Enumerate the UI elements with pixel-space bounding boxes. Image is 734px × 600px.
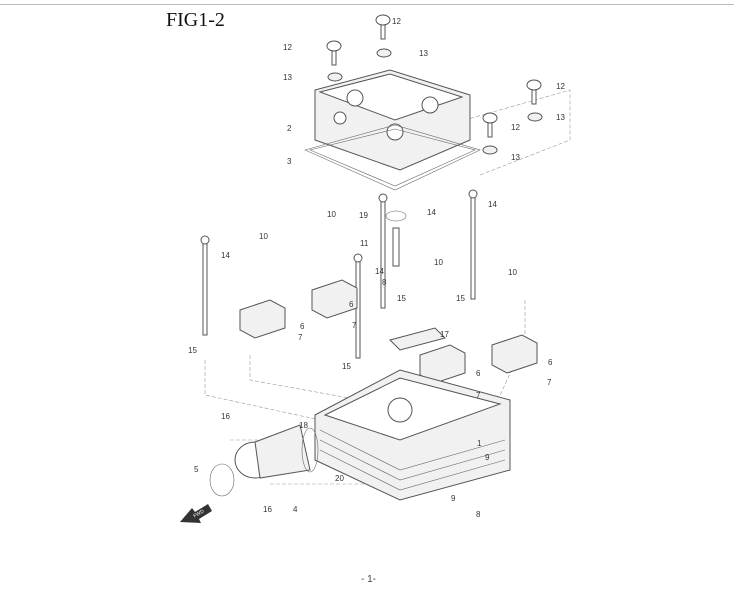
- callout: 20: [335, 474, 344, 483]
- callout: 10: [508, 268, 517, 277]
- callout: 17: [440, 330, 449, 339]
- callout: 10: [434, 258, 443, 267]
- callout: 5: [194, 465, 199, 474]
- callout: 4: [293, 505, 298, 514]
- callout: 19: [359, 211, 368, 220]
- cover-bolts: [326, 14, 543, 155]
- callout: 11: [360, 239, 369, 248]
- valve-cover-gasket: [304, 124, 481, 191]
- callout: 16: [221, 412, 230, 421]
- spark-plug: [385, 210, 407, 267]
- cylinder-head: [314, 369, 511, 501]
- callout: 6: [476, 369, 481, 378]
- callout: 15: [342, 362, 351, 371]
- callout: 9: [451, 494, 456, 503]
- page-number: - 1-: [361, 574, 376, 585]
- callout: 18: [299, 421, 308, 430]
- callout: 6: [548, 358, 553, 367]
- callout: 8: [382, 278, 387, 287]
- callout: 14: [375, 267, 384, 276]
- callout: 13: [419, 49, 428, 58]
- callout: 16: [263, 505, 272, 514]
- callout: 6: [349, 300, 354, 309]
- callout: 2: [287, 124, 292, 133]
- callout: 13: [283, 73, 292, 82]
- callout: 3: [287, 157, 292, 166]
- callout: 7: [298, 333, 303, 342]
- callout: 15: [188, 346, 197, 355]
- figure-title: FIG1-2: [166, 9, 225, 31]
- callout: 10: [327, 210, 336, 219]
- camshaft-holders: [239, 279, 538, 384]
- callout: 13: [511, 153, 520, 162]
- callout: 10: [259, 232, 268, 241]
- top-rule: [0, 4, 734, 5]
- callout: 15: [456, 294, 465, 303]
- callout: 12: [283, 43, 292, 52]
- callout: 8: [476, 510, 481, 519]
- callout: 14: [488, 200, 497, 209]
- callout: 7: [352, 321, 357, 330]
- valve-cover: [314, 69, 471, 171]
- callout: 7: [476, 391, 481, 400]
- callout: 14: [221, 251, 230, 260]
- forward-arrow: FWD: [180, 504, 212, 523]
- callout: 9: [485, 453, 490, 462]
- callout: 12: [556, 82, 565, 91]
- callout: 12: [392, 17, 401, 26]
- fwd-label: FWD: [193, 508, 206, 519]
- callout: 6: [300, 322, 305, 331]
- callout: 1: [477, 439, 482, 448]
- callout: 15: [397, 294, 406, 303]
- callout: 7: [547, 378, 552, 387]
- callout: 14: [427, 208, 436, 217]
- callout-labels: 12 12 13 13 12 13 12 13 2 3 14 19 14 10 …: [188, 17, 565, 519]
- callout: 12: [511, 123, 520, 132]
- callout: 13: [556, 113, 565, 122]
- intake-manifold: [209, 424, 319, 497]
